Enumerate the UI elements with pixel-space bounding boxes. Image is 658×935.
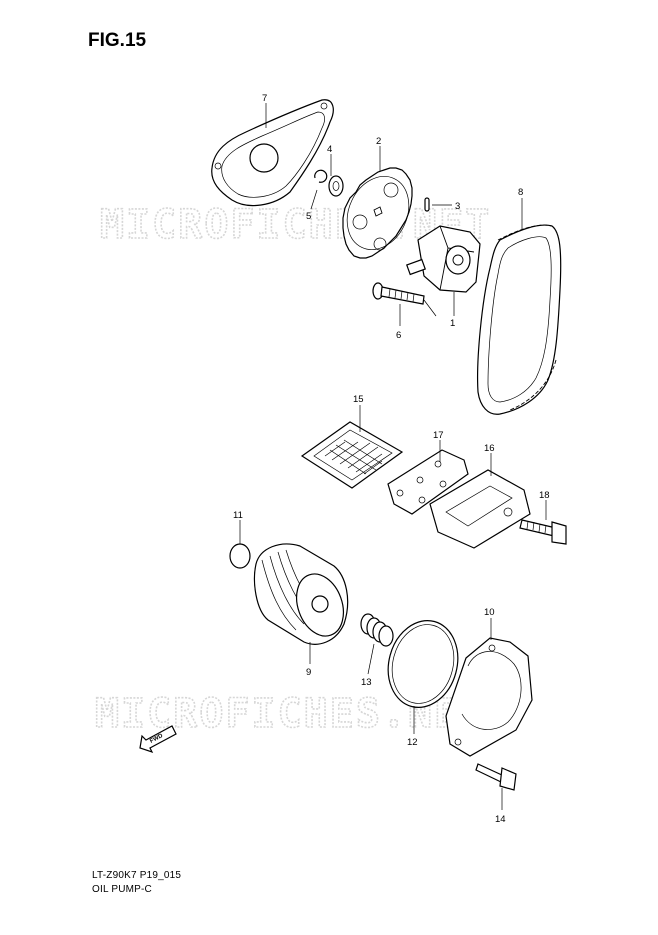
fwd-arrow-icon: FWD (139, 725, 177, 754)
callout-12: 12 (407, 737, 418, 748)
callout-13: 13 (361, 677, 372, 688)
part-2-gear (342, 167, 413, 259)
callout-10: 10 (484, 607, 495, 618)
callout-17: 17 (433, 430, 444, 441)
part-4-washer (328, 175, 344, 197)
part-3-pin (424, 197, 430, 212)
part-17-gasket (387, 449, 469, 515)
callout-9: 9 (306, 667, 311, 678)
callout-8: 8 (518, 187, 523, 198)
part-18-bolt (519, 519, 567, 545)
callout-5: 5 (306, 211, 311, 222)
figure-code: LT-Z90K7 P19_015 (92, 870, 182, 881)
figure-name: OIL PUMP-C (92, 884, 152, 895)
callout-3: 3 (455, 201, 460, 212)
part-11-o-ring (229, 543, 251, 569)
part-9-filter (253, 543, 349, 645)
callout-1: 1 (450, 318, 455, 329)
callout-14: 14 (495, 814, 506, 825)
part-12-o-ring (387, 619, 459, 709)
callout-11: 11 (233, 510, 243, 521)
part-13-spring (360, 613, 394, 647)
part-7-cover (211, 99, 334, 207)
callout-labels: 7 2 4 3 8 5 6 1 15 17 16 18 11 10 9 13 1… (233, 93, 550, 825)
part-10-cap (445, 637, 533, 757)
part-14-bolt (475, 763, 517, 791)
part-8-chain (477, 224, 562, 415)
callout-16: 16 (484, 443, 495, 454)
part-16-cover (429, 469, 531, 549)
callout-6: 6 (396, 330, 401, 341)
callout-7: 7 (262, 93, 267, 104)
leader-lines (239, 103, 547, 810)
callout-2: 2 (376, 136, 381, 147)
part-6-screw (372, 282, 425, 305)
callout-18: 18 (539, 490, 550, 501)
callout-15: 15 (353, 394, 364, 405)
part-15-strainer (300, 421, 404, 489)
part-5-circlip (314, 169, 328, 183)
part-1-pump (406, 225, 481, 293)
callout-4: 4 (327, 144, 332, 155)
figure-title: FIG.15 (88, 30, 147, 51)
